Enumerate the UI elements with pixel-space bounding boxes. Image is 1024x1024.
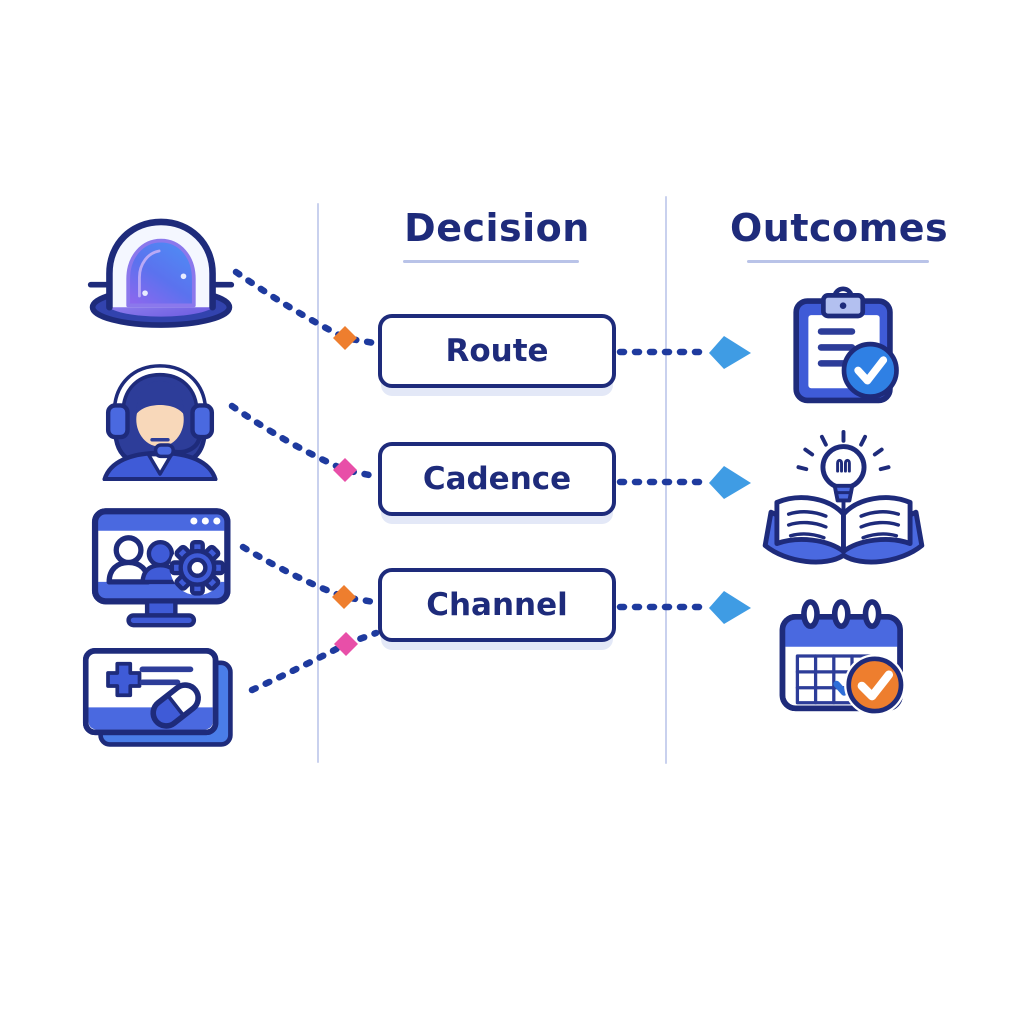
column-divider-right <box>665 196 667 764</box>
connector-card-to-channel <box>248 629 380 694</box>
arrowhead-cadence-icon <box>709 466 751 499</box>
alarm-beacon-icon <box>87 218 235 328</box>
connector-monitor-to-channel <box>239 543 378 606</box>
window-dot-icon <box>190 517 198 525</box>
diamond-marker-cadence <box>333 458 357 482</box>
column-divider-left <box>317 203 319 763</box>
decision-box-route: Route <box>378 314 616 388</box>
check-circle-icon <box>846 656 904 714</box>
lightbulb-rays-icon <box>796 429 891 472</box>
calendar-check-icon <box>779 599 906 715</box>
connector-alarm-to-route <box>232 268 378 347</box>
pill-icon <box>150 682 201 729</box>
diamond-marker-channel-b <box>334 632 358 656</box>
arrowhead-route-icon <box>709 336 751 369</box>
diamond-marker-channel-a <box>332 585 356 609</box>
diamond-marker-route <box>333 326 357 350</box>
connector-agent-to-cadence <box>228 402 378 480</box>
calendar-ring-icon <box>862 599 882 629</box>
outcomes-column-title: Outcomes <box>730 206 949 250</box>
book-idea-icon <box>762 429 925 565</box>
window-dot-icon <box>201 517 209 525</box>
medical-cross-icon <box>106 661 142 698</box>
decision-box-channel-label: Channel <box>426 587 568 623</box>
calendar-ring-icon <box>831 599 851 629</box>
arrowhead-channel-icon <box>709 591 751 624</box>
outcomes-title-underline <box>747 260 929 263</box>
window-dot-icon <box>213 517 221 525</box>
clipboard-check-icon <box>793 286 899 404</box>
medical-card-icon <box>82 648 233 747</box>
decision-box-cadence-label: Cadence <box>422 461 572 497</box>
person-outline-icon <box>113 535 144 566</box>
video-call-settings-icon <box>91 508 231 628</box>
decision-box-channel: Channel <box>378 568 616 642</box>
check-circle-icon <box>841 341 899 399</box>
decision-box-cadence: Cadence <box>378 442 616 516</box>
person-filled-icon <box>146 540 175 568</box>
decision-column-title: Decision <box>404 206 590 250</box>
support-agent-icon <box>102 364 218 481</box>
gear-icon <box>169 540 226 596</box>
calendar-ring-icon <box>801 599 820 629</box>
decision-box-route-label: Route <box>445 333 549 369</box>
lightbulb-icon <box>820 444 867 491</box>
decision-title-underline <box>403 260 579 263</box>
